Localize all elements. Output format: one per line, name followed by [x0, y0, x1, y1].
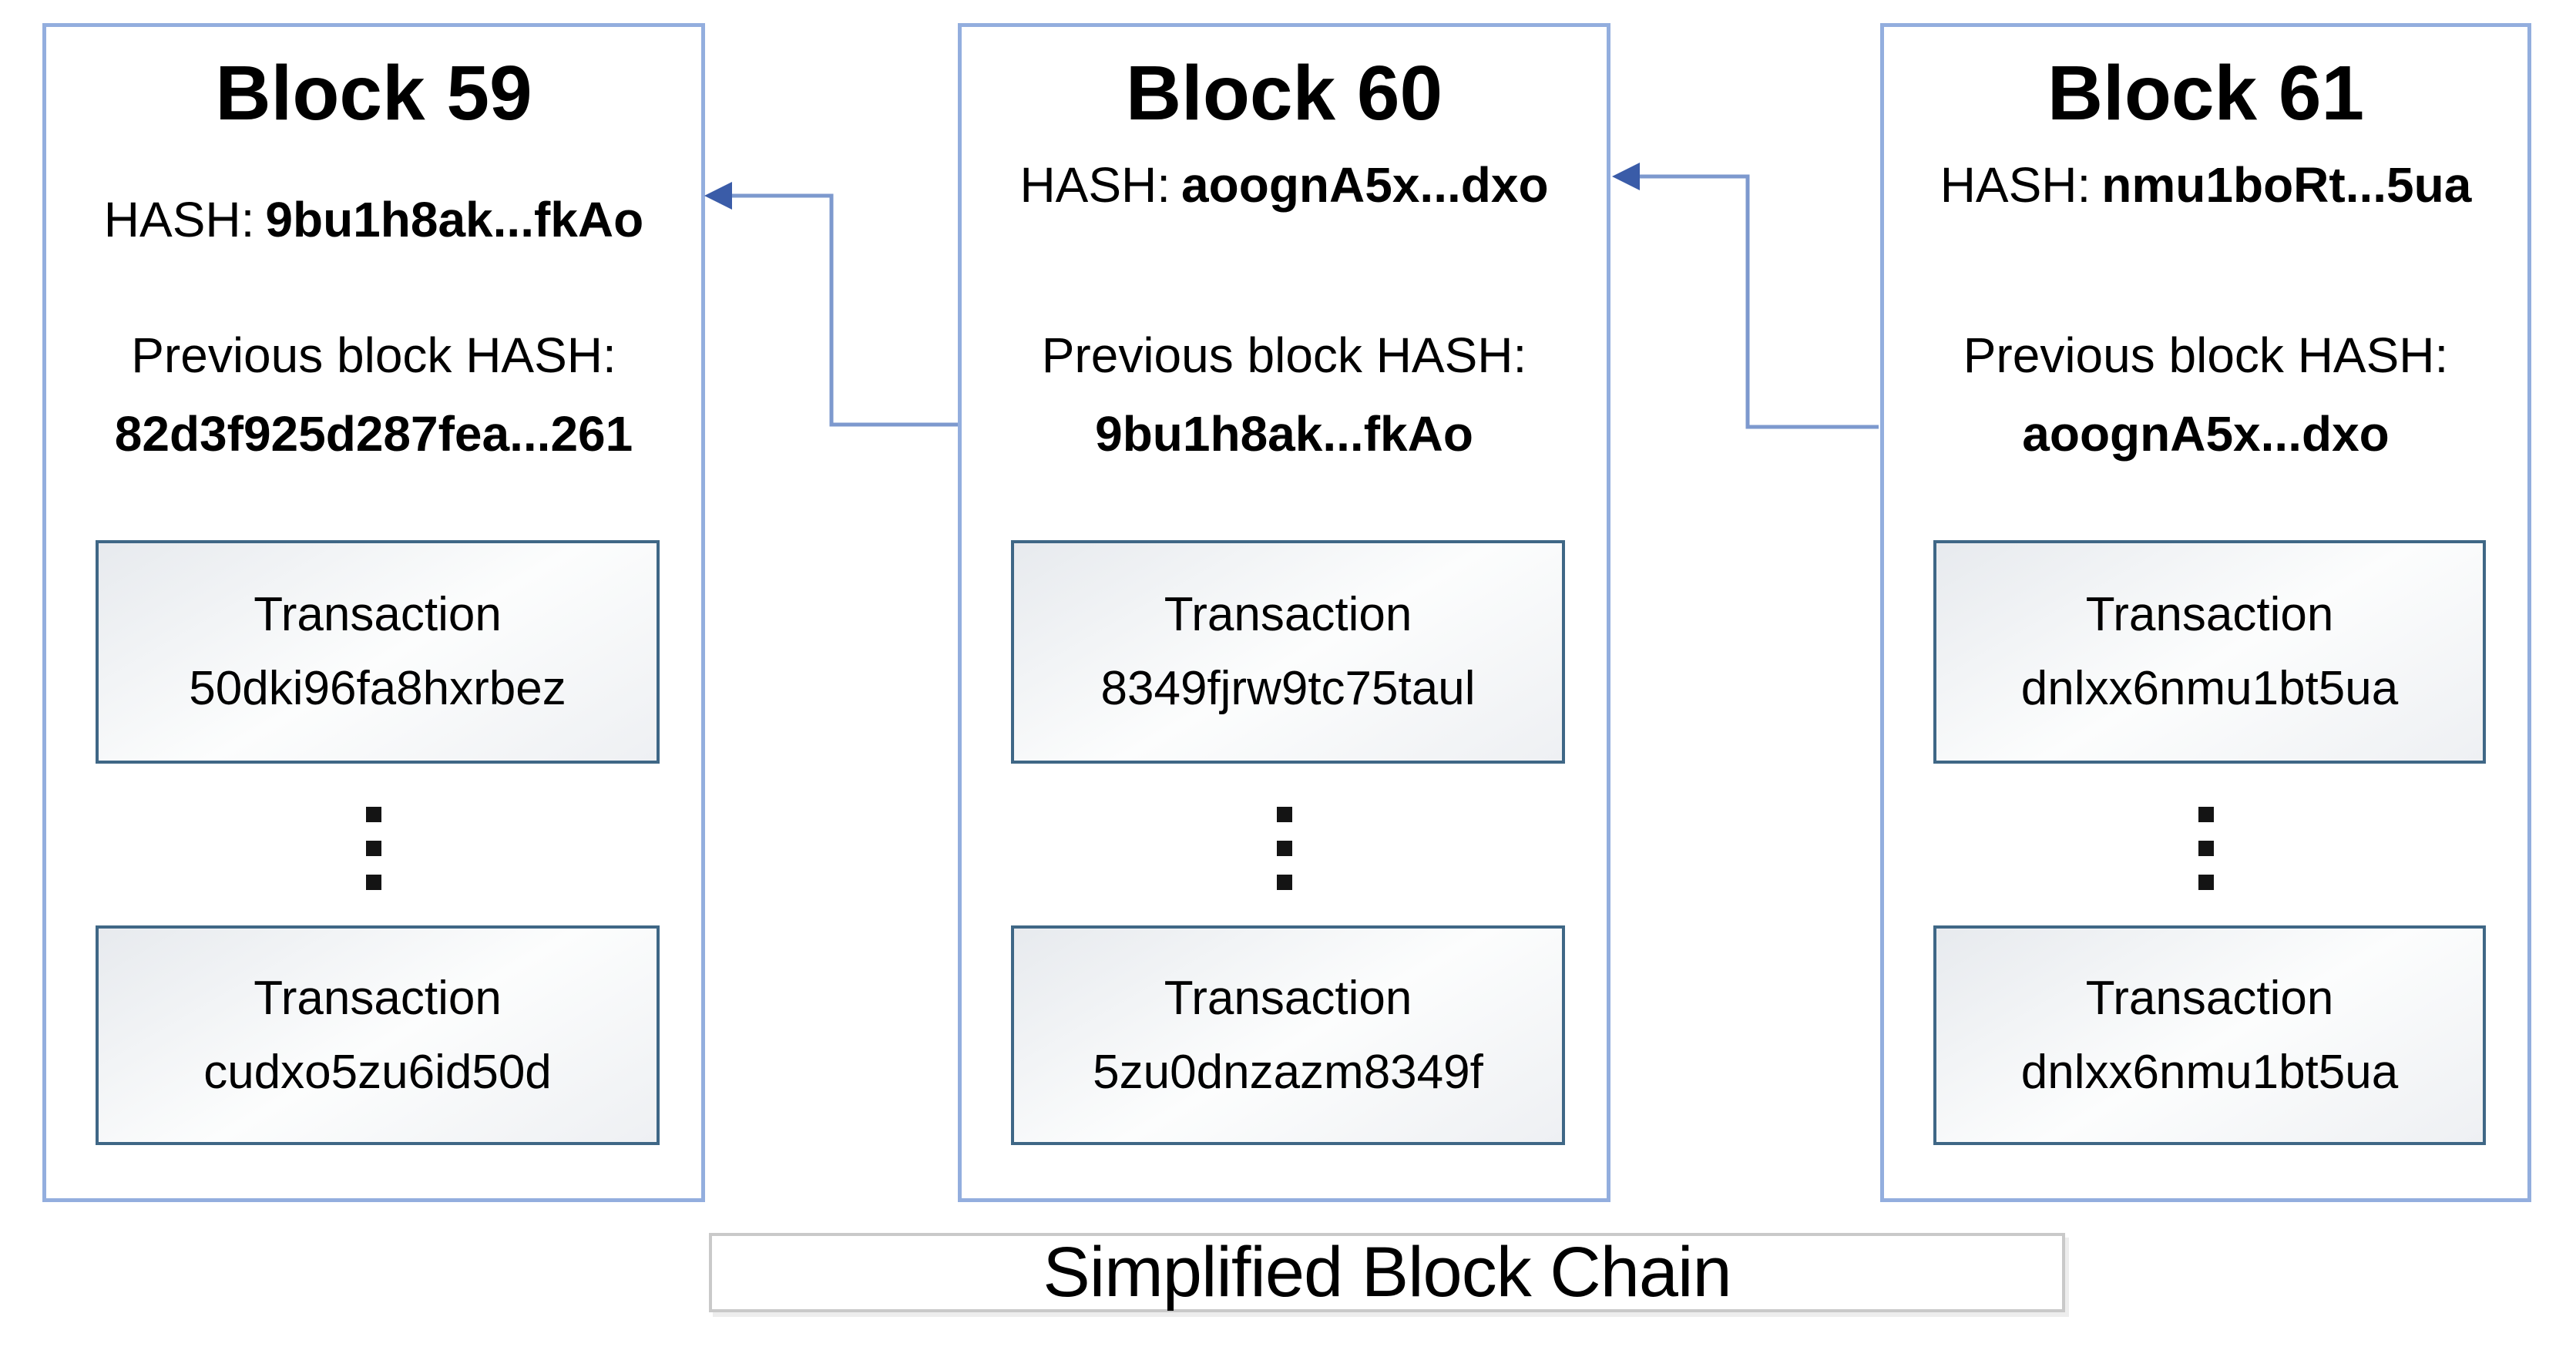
transaction-box: Transaction 50dki96fa8hxrbez	[96, 540, 660, 764]
block-60-card: Block 60 HASH:aoognA5x...dxo Previous bl…	[958, 23, 1610, 1202]
block-61-card: Block 61 HASH:nmu1boRt...5ua Previous bl…	[1880, 23, 2531, 1202]
arrowhead-left-icon	[704, 182, 732, 210]
block-title: Block 60	[1125, 50, 1443, 136]
connector-61-to-60	[1612, 163, 1879, 429]
prev-hash-label: Previous block HASH:	[1041, 327, 1527, 383]
transaction-box: Transaction dnlxx6nmu1bt5ua	[1933, 925, 2486, 1145]
transaction-label: Transaction	[2085, 971, 2334, 1025]
hash-value: nmu1boRt...5ua	[2101, 157, 2472, 213]
prev-hash-label: Previous block HASH:	[131, 327, 616, 383]
vertical-ellipsis-icon	[962, 807, 1607, 890]
hash-value: 9bu1h8ak...fkAo	[265, 192, 644, 247]
hash-value: aoognA5x...dxo	[1181, 157, 1549, 213]
prev-hash-label: Previous block HASH:	[1963, 327, 2449, 383]
prev-hash-value: 82d3f925d287fea...261	[114, 406, 633, 462]
hash-line: HASH:nmu1boRt...5ua	[1884, 154, 2527, 216]
transaction-label: Transaction	[2085, 588, 2334, 641]
transaction-label: Transaction	[1164, 588, 1412, 641]
hash-label: HASH:	[103, 192, 255, 247]
caption-text: Simplified Block Chain	[1043, 1233, 1731, 1312]
block-59-card: Block 59 HASH:9bu1h8ak...fkAo Previous b…	[42, 23, 705, 1202]
caption-box: Simplified Block Chain	[709, 1233, 2065, 1312]
transaction-id: cudxo5zu6id50d	[203, 1045, 552, 1099]
transaction-id: dnlxx6nmu1bt5ua	[2020, 1045, 2399, 1099]
connector-60-to-59	[704, 182, 958, 427]
prev-hash-value: 9bu1h8ak...fkAo	[1095, 406, 1473, 462]
vertical-ellipsis-icon	[46, 807, 701, 890]
transaction-label: Transaction	[254, 588, 502, 641]
transaction-id: 5zu0dnzazm8349f	[1093, 1045, 1483, 1099]
block-title: Block 61	[2047, 50, 2365, 136]
transaction-box: Transaction cudxo5zu6id50d	[96, 925, 660, 1145]
transaction-box: Transaction 5zu0dnzazm8349f	[1011, 925, 1565, 1145]
hash-line: HASH:9bu1h8ak...fkAo	[46, 189, 701, 250]
prev-hash-value: aoognA5x...dxo	[2022, 406, 2390, 462]
vertical-ellipsis-icon	[1884, 807, 2527, 890]
transaction-box: Transaction 8349fjrw9tc75taul	[1011, 540, 1565, 764]
hash-label: HASH:	[1940, 157, 2091, 213]
hash-line: HASH:aoognA5x...dxo	[962, 154, 1607, 216]
block-title: Block 59	[215, 50, 532, 136]
arrowhead-left-icon	[1612, 163, 1640, 190]
transaction-label: Transaction	[254, 971, 502, 1025]
transaction-id: dnlxx6nmu1bt5ua	[2020, 662, 2399, 715]
transaction-id: 50dki96fa8hxrbez	[189, 662, 566, 715]
hash-label: HASH:	[1019, 157, 1171, 213]
transaction-label: Transaction	[1164, 971, 1412, 1025]
transaction-box: Transaction dnlxx6nmu1bt5ua	[1933, 540, 2486, 764]
transaction-id: 8349fjrw9tc75taul	[1100, 662, 1476, 715]
